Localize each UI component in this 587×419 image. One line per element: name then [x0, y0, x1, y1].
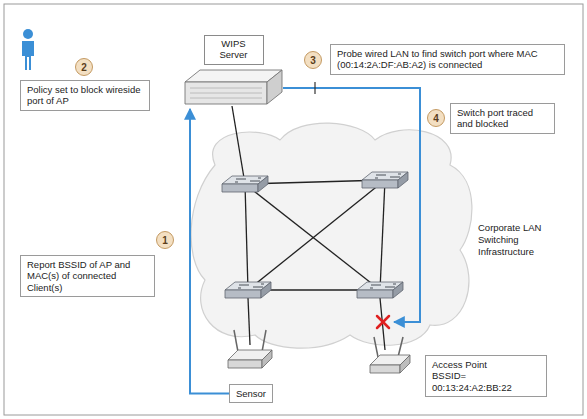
node-text: 4 — [433, 113, 439, 124]
node-text: 2 — [81, 62, 87, 73]
admin-person — [22, 29, 34, 70]
switch-icon — [222, 172, 408, 298]
note-box: Probe wired LAN to find switch port wher… — [330, 44, 565, 75]
node-text: Report BSSID of AP and MAC(s) of connect… — [27, 259, 148, 293]
callout-number: 2 — [75, 58, 93, 76]
node-text: WIPS Server — [204, 35, 264, 65]
server-appliance — [185, 70, 282, 104]
server-box: WIPS Server — [185, 35, 282, 108]
lan-cloud — [191, 123, 472, 348]
block-mark — [377, 316, 389, 328]
node-text: 1 — [162, 235, 168, 246]
access-point-device — [370, 337, 410, 373]
sensor-device — [228, 330, 272, 368]
node-text: 3 — [310, 55, 316, 66]
node-text: Sensor — [234, 388, 268, 399]
callout-number: 4 — [427, 109, 445, 127]
tick-mark — [314, 82, 315, 94]
probe-arrow — [283, 88, 420, 322]
lan-links — [232, 106, 385, 350]
report-arrow — [190, 109, 229, 394]
note-box: Switch port traced and blocked — [450, 103, 555, 134]
callout-number: 3 — [304, 51, 322, 69]
note-box: Access PointBSSID= 00:13:24:A2:BB:22 — [425, 355, 547, 397]
node-subtext: BSSID= 00:13:24:A2:BB:22 — [432, 370, 540, 393]
note-box: Report BSSID of AP and MAC(s) of connect… — [20, 255, 155, 297]
device-label: Sensor — [229, 384, 273, 403]
note-box: Policy set to block wireside port of AP — [20, 80, 150, 111]
node-text: Probe wired LAN to find switch port wher… — [337, 48, 558, 71]
node-text: Access Point — [432, 359, 540, 370]
callout-number: 1 — [156, 231, 174, 249]
node-text: Switch port traced and blocked — [457, 107, 548, 130]
region-label: Corporate LAN Switching Infrastructure — [478, 222, 554, 258]
node-text: Policy set to block wireside port of AP — [27, 84, 143, 107]
frame — [4, 4, 583, 415]
